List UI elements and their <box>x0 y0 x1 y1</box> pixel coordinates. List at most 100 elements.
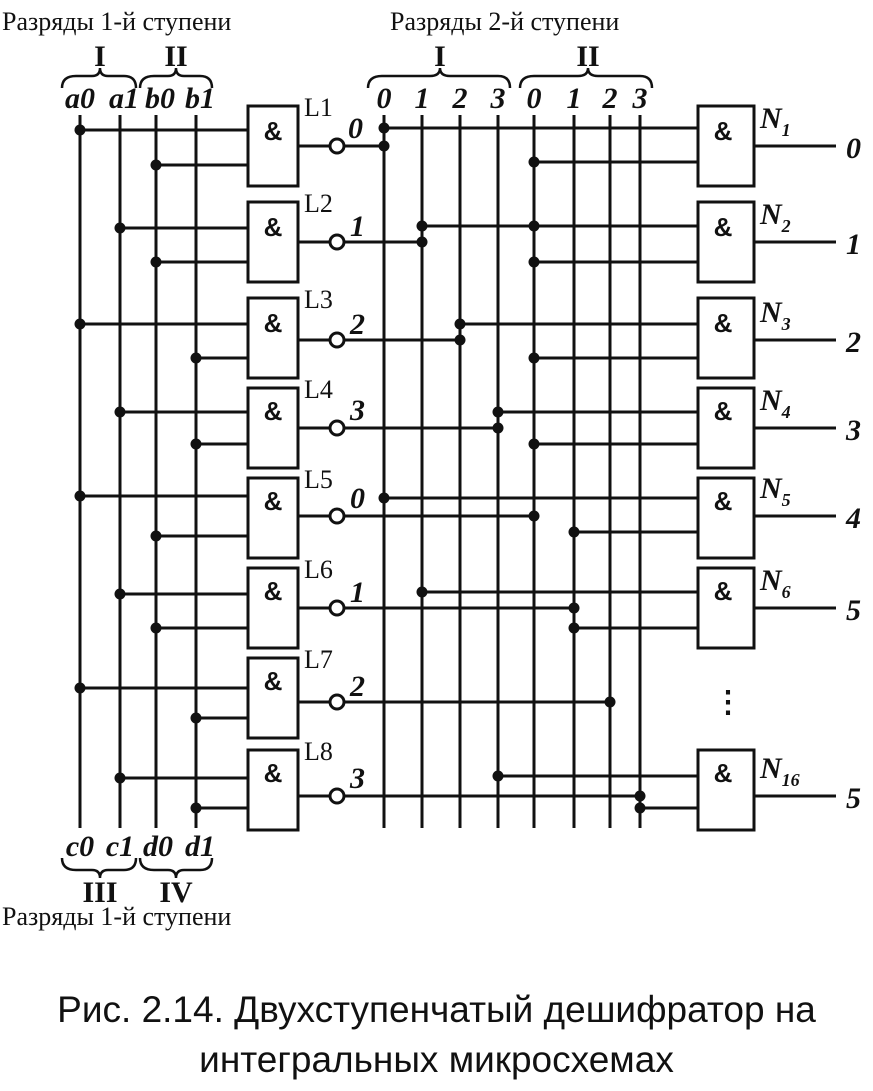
gate-L4 <box>246 386 300 470</box>
input-label-b0: b0 <box>145 82 175 115</box>
bus-label: 1 <box>567 82 582 115</box>
inverter-bubble <box>328 137 346 155</box>
junction-dot <box>492 422 504 434</box>
gate-N-label: N3 <box>759 296 791 334</box>
brace-stage1-II <box>138 67 214 89</box>
gate-label: L3 <box>304 285 333 314</box>
output-label: 0 <box>846 132 861 165</box>
junction-dot <box>528 438 540 450</box>
junction-dot <box>74 124 86 136</box>
junction-dot <box>114 222 126 234</box>
output-label: 5 <box>846 782 861 815</box>
gate-N16 <box>696 748 756 832</box>
second-stage-outputs <box>754 144 836 798</box>
inverter-bubble <box>328 787 346 805</box>
junction-dot <box>568 602 580 614</box>
second-stage-gates <box>696 104 756 832</box>
junction-dot <box>190 352 202 364</box>
bus-label: 0 <box>527 82 542 115</box>
junction-dot <box>528 352 540 364</box>
input-label-a1: a1 <box>109 82 139 115</box>
gate-N-label: N2 <box>759 198 791 236</box>
stage2-bus-lines <box>382 115 642 828</box>
junction-dot <box>492 770 504 782</box>
gate-label: L4 <box>304 375 333 404</box>
junction-dot <box>454 334 466 346</box>
bus-label: 2 <box>602 82 618 115</box>
gate-output-label: 3 <box>349 762 365 795</box>
stage1-group-II: II <box>164 40 187 73</box>
gate-L1 <box>246 104 300 188</box>
bottom-braces <box>60 857 214 879</box>
junction-dot <box>190 438 202 450</box>
junction-dot <box>416 220 428 232</box>
junction-dot <box>378 122 390 134</box>
junction-dot <box>378 492 390 504</box>
gate-symbol: & <box>714 396 733 426</box>
input-label-d0: d0 <box>143 830 173 863</box>
inverter-bubble <box>328 233 346 251</box>
gate-symbol: & <box>264 396 283 426</box>
gate-L3 <box>246 296 300 380</box>
gate-symbol: & <box>714 486 733 516</box>
junction-dot <box>528 156 540 168</box>
gate-N-label: N4 <box>759 384 791 422</box>
gate-N2 <box>696 200 756 284</box>
decoder-diagram: Разряды 1-й ступени Разряды 2-й ступени … <box>2 7 861 931</box>
junction-dot <box>528 256 540 268</box>
gate-output-label: 1 <box>350 576 365 609</box>
junction-dot <box>568 622 580 634</box>
gate-symbol: & <box>264 576 283 606</box>
brace-stage2-II <box>518 67 654 89</box>
junction-dot <box>74 682 86 694</box>
gate-symbol: & <box>264 116 283 146</box>
stage2-group-I: I <box>434 40 446 73</box>
gate-label: L5 <box>304 465 333 494</box>
gate-symbol: & <box>714 308 733 338</box>
input-label-b1: b1 <box>185 82 215 115</box>
gate-output-label: 2 <box>349 308 365 341</box>
first-stage-gates <box>80 104 640 832</box>
brace-stage1-I <box>60 67 138 89</box>
junction-dot <box>528 510 540 522</box>
input-label-d1: d1 <box>185 830 215 863</box>
stage1-group-III: III <box>82 876 117 909</box>
brace-stage1-IV <box>138 857 214 879</box>
gate-symbol: & <box>264 666 283 696</box>
gate-N1 <box>696 104 756 188</box>
stage2-top-header: Разряды 2-й ступени <box>390 7 619 36</box>
input-label-c1: c1 <box>106 830 134 863</box>
stage1-group-IV: IV <box>159 876 193 909</box>
junction-dot <box>150 159 162 171</box>
junction-dot <box>634 790 646 802</box>
stage1-input-lines <box>78 115 198 828</box>
junction-dots <box>74 122 646 814</box>
figure-caption-line2: интегральных микросхемах <box>199 1039 674 1080</box>
gate-N5 <box>696 476 756 560</box>
stage1-group-I: I <box>94 40 106 73</box>
bus-label: 3 <box>632 82 648 115</box>
gate-L7 <box>246 656 300 740</box>
gate-symbol: & <box>264 212 283 242</box>
gate-output-label: 3 <box>349 394 365 427</box>
input-label-c0: c0 <box>66 830 94 863</box>
junction-dot <box>454 318 466 330</box>
junction-dot <box>378 140 390 152</box>
stage2-group-II: II <box>576 40 599 73</box>
gate-symbol: & <box>714 758 733 788</box>
gate-symbol: & <box>714 576 733 606</box>
bus-label: 2 <box>452 82 468 115</box>
inverter-bubble <box>328 507 346 525</box>
gate-output-label: 0 <box>348 112 363 145</box>
stage1-top-header: Разряды 1-й ступени <box>2 7 231 36</box>
junction-dot <box>150 622 162 634</box>
junction-dot <box>74 490 86 502</box>
junction-dot <box>114 406 126 418</box>
junction-dot <box>568 526 580 538</box>
gate-label: L6 <box>304 555 333 584</box>
inverter-bubble <box>328 599 346 617</box>
junction-dot <box>190 802 202 814</box>
junction-dot <box>416 236 428 248</box>
brace-stage2-I <box>366 67 512 89</box>
gate-N6 <box>696 566 756 650</box>
